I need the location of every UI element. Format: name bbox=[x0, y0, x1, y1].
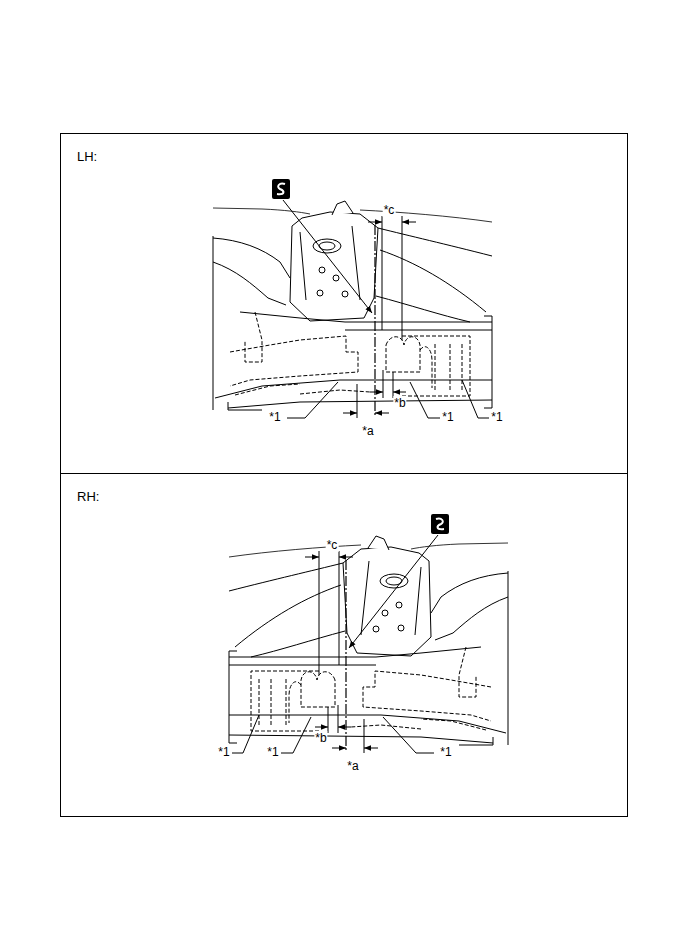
callout-label: *1 bbox=[217, 745, 230, 759]
callout-label: *c bbox=[383, 203, 396, 217]
callout-label: *1 bbox=[441, 410, 454, 424]
callout-label: *1 bbox=[266, 745, 279, 759]
body-structure bbox=[213, 179, 492, 418]
callout-label: *a bbox=[346, 759, 359, 773]
callout-label: *1 bbox=[268, 410, 281, 424]
view-heading: RH: bbox=[77, 489, 99, 504]
callout-label: *b bbox=[314, 731, 327, 745]
callout-label: *b bbox=[393, 396, 406, 410]
callout-label: *c bbox=[326, 538, 339, 552]
callout-label: *a bbox=[361, 424, 374, 438]
callout-label: *1 bbox=[439, 745, 452, 759]
callout-label: *1 bbox=[490, 410, 503, 424]
view-panel: RH: bbox=[60, 473, 628, 817]
body-structure-mirror bbox=[229, 514, 508, 753]
view-panel: LH: bbox=[60, 133, 628, 474]
view-heading: LH: bbox=[77, 149, 97, 164]
